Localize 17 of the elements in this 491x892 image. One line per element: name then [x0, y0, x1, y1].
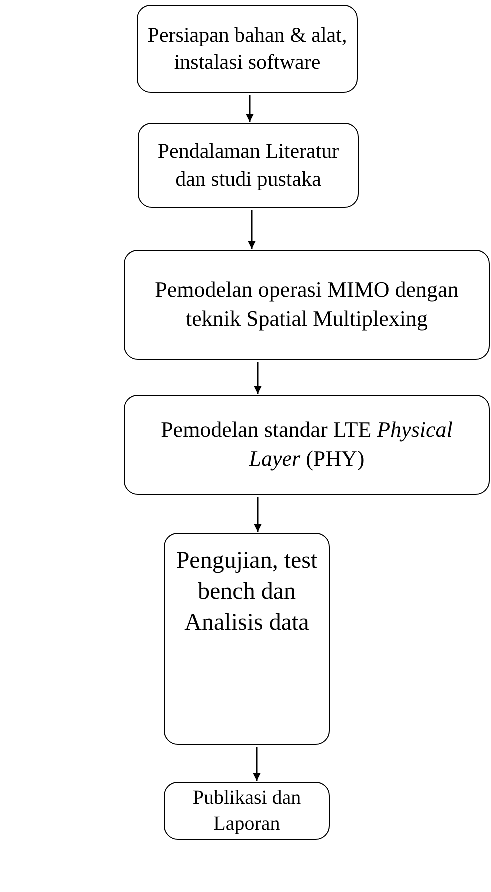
arrow — [254, 497, 262, 532]
process-box — [164, 533, 330, 745]
arrow — [246, 95, 254, 122]
step-text: Pemodelan standar LTE Physical Layer (PHY) — [160, 416, 454, 473]
step-text: Pengujian, test bench dan Analisis data — [175, 547, 319, 638]
process-box — [138, 123, 359, 208]
arrow — [254, 362, 262, 394]
step-text: Pendalaman Literatur dan studi pustaka — [156, 138, 340, 192]
process-box — [124, 395, 490, 495]
step-text: Persiapan bahan & alat, instalasi software — [146, 22, 348, 76]
process-box — [124, 250, 490, 360]
process-box — [137, 5, 358, 93]
step-text: Publikasi dan Laporan — [192, 786, 302, 837]
arrow — [253, 747, 261, 781]
process-box — [164, 782, 330, 840]
arrow — [248, 210, 256, 249]
step-text: Pemodelan operasi MIMO dengan teknik Spatial Multiplexing — [154, 276, 460, 333]
